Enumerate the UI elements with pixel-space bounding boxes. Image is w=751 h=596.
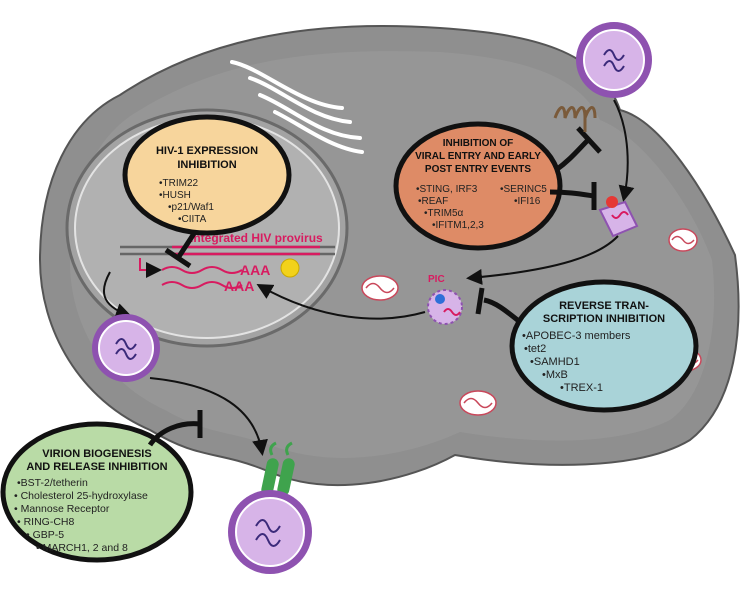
entry-inhibitor-upper — [554, 138, 590, 173]
release-item-4: • RING-CH8 — [17, 516, 75, 528]
tat-protein — [280, 258, 300, 278]
entry-col1-4: •IFITM1,2,3 — [432, 220, 484, 231]
expression-inhibition-box — [122, 114, 292, 236]
budding-virion — [92, 314, 160, 382]
entry-col1-1: •STING, IRF3 — [416, 184, 478, 195]
cd4-receptor — [553, 106, 597, 132]
release-item-1: •BST-2/tetherin — [17, 477, 88, 489]
entry-inhibition-box — [393, 121, 563, 251]
rt-item-4: •MxB — [542, 369, 568, 381]
rt-item-1: •APOBEC-3 members — [522, 330, 631, 342]
release-item-3: • Mannose Receptor — [14, 503, 110, 515]
entry-title-3: POST ENTRY EVENTS — [425, 164, 531, 175]
expression-item-2: •HUSH — [159, 190, 191, 201]
host-dna — [120, 245, 335, 256]
tetherin — [261, 441, 295, 496]
release-item-6: • MARCH1, 2 and 8 — [36, 542, 128, 554]
expression-item-1: •TRIM22 — [159, 178, 199, 189]
entry-title-1: INHIBITION OF — [443, 138, 514, 149]
entry-col2-1: •SERINC5 — [500, 184, 547, 195]
release-item-2: • Cholesterol 25-hydroxylase — [14, 490, 148, 502]
mrna-2 — [161, 281, 243, 289]
entry-title-2: VIRAL ENTRY AND EARLY — [415, 151, 541, 162]
aaa-tail-1: AAA — [240, 262, 270, 278]
rt-item-3: •SAMHD1 — [530, 356, 580, 368]
entry-col2-2: •IFI16 — [514, 196, 541, 207]
incoming-virion — [576, 22, 652, 98]
entry-inhibitor-lower — [549, 189, 595, 199]
release-title-1: VIRION BIOGENESIS — [42, 448, 151, 460]
transcription-start — [139, 258, 162, 278]
release-title-2: AND RELEASE INHIBITION — [26, 461, 167, 473]
expression-title-2: INHIBITION — [177, 159, 236, 171]
rt-inhibitor-line — [483, 297, 522, 324]
uncoating-arrow — [466, 235, 619, 285]
pic-label: PIC — [428, 274, 445, 285]
pre-integration-complex — [427, 289, 463, 325]
expression-item-4: •CIITA — [178, 214, 207, 225]
rt-inhibition-box — [509, 279, 699, 413]
expression-item-3: •p21/Waf1 — [168, 202, 214, 213]
expression-inhibitor-line — [175, 230, 198, 260]
nuclear-import-arrow — [256, 284, 426, 320]
rt-item-2: •tet2 — [524, 343, 546, 355]
entry-col1-3: •TRIM5α — [424, 208, 464, 219]
entry-arrow — [613, 99, 635, 202]
rt-title-2: SCRIPTION INHIBITION — [543, 313, 665, 325]
expression-title-1: HIV-1 EXPRESSION — [156, 145, 258, 157]
aaa-tail-2: AAA — [224, 278, 254, 294]
golgi-apparatus — [230, 60, 364, 154]
rt-item-5: •TREX-1 — [560, 382, 603, 394]
release-item-5: • GBP-5 — [26, 529, 64, 541]
mrna-1 — [161, 266, 243, 274]
release-inhibitor-line — [147, 421, 201, 447]
tethered-virion — [228, 490, 312, 574]
entry-col1-2: •REAF — [418, 196, 448, 207]
rt-title-1: REVERSE TRAN- — [559, 300, 649, 312]
release-inhibition-box — [0, 421, 194, 563]
provirus-label: Integrated HIV provirus — [190, 231, 323, 245]
release-arrow — [149, 377, 268, 456]
export-arrow — [103, 271, 132, 319]
capsid-core — [598, 196, 639, 238]
